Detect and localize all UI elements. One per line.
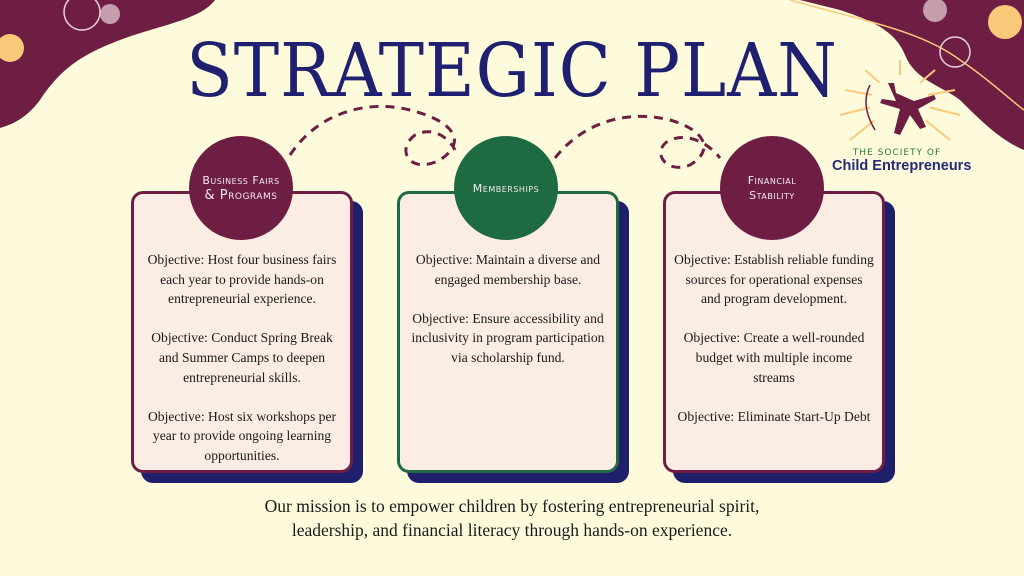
orange-dot: [0, 34, 24, 62]
mission-line: leadership, and financial literacy throu…: [291, 520, 733, 540]
heading-circle-memberships: Memberships: [454, 136, 558, 240]
ring-decoration-right: [939, 36, 971, 68]
orange-dot-right: [988, 5, 1022, 39]
striped-dot: [100, 4, 120, 24]
objective: Objective: Establish reliable funding so…: [674, 252, 874, 307]
heading-line: Business Fairs: [202, 174, 280, 187]
top-right-blob: [800, 0, 1024, 150]
card-business-fairs: Objective: Host four business fairs each…: [131, 191, 363, 483]
objective: Objective: Eliminate Start-Up Debt: [677, 408, 871, 424]
logo: THE SOCIETY OF Child Entrepreneurs: [832, 148, 972, 174]
objective: Objective: Maintain a diverse and engage…: [415, 252, 601, 287]
orange-line: [789, 0, 1024, 111]
heading-circle-business-fairs: Business Fairs& Programs: [189, 136, 293, 240]
dashed-connector-2: [553, 114, 722, 169]
top-left-blob: [0, 0, 215, 128]
logo-archer-icon: [839, 60, 961, 141]
logo-name: Child Entrepreneurs: [832, 158, 972, 174]
heading-line: Memberships: [472, 181, 540, 195]
logo-small-text: THE SOCIETY OF: [852, 148, 942, 158]
objective: Objective: Create a well-rounded budget …: [683, 330, 865, 385]
striped-dot-right: [923, 0, 947, 22]
page-title: STRATEGIC PLAN: [186, 28, 838, 114]
objective: Objective: Host four business fairs each…: [147, 252, 337, 307]
dashed-connector-1: [288, 104, 457, 167]
mission-line: Our mission is to empower children by fo…: [264, 496, 760, 516]
heading-line: Financial: [747, 174, 797, 187]
objective: Objective: Conduct Spring Break and Summ…: [151, 330, 333, 385]
heading-line: & Programs: [204, 188, 278, 203]
heading-line: Stability: [749, 189, 795, 202]
objective: Objective: Host six workshops per year t…: [147, 408, 337, 463]
card-body: Objective: Host four business fairs each…: [131, 191, 353, 473]
mission-statement: Our mission is to empower children by fo…: [0, 494, 1024, 542]
ring-decoration: [63, 0, 101, 31]
objective: Objective: Ensure accessibility and incl…: [411, 310, 605, 365]
